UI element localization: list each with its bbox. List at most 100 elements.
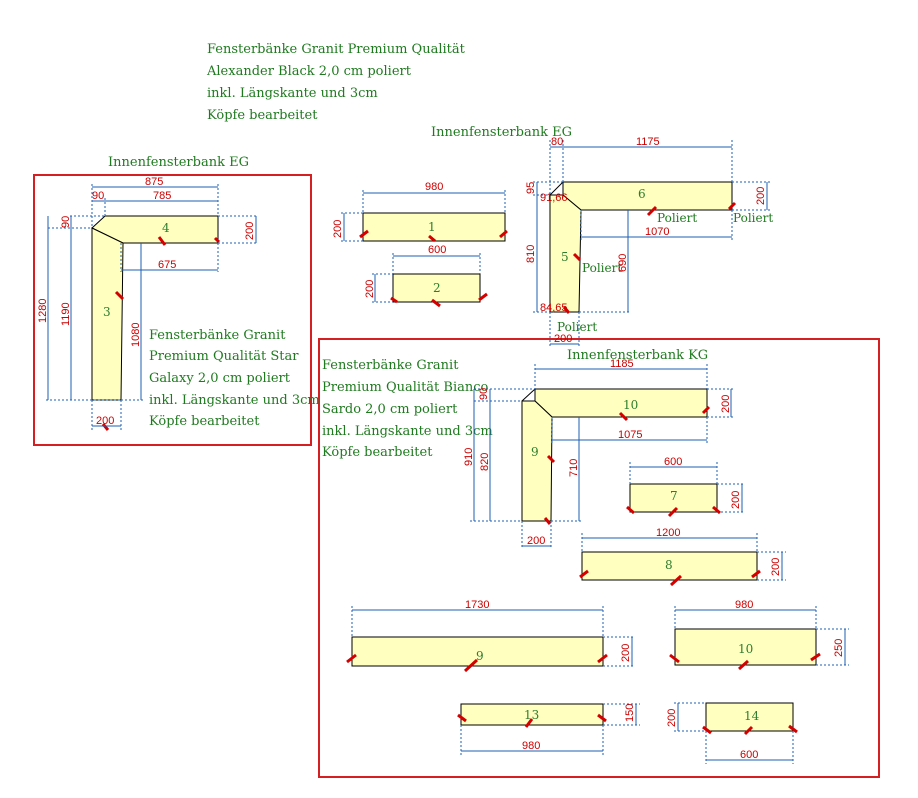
- dimension-1070: 1070: [645, 226, 669, 238]
- edge-mark: [390, 296, 398, 304]
- left-group-frame: [33, 174, 312, 446]
- edge-mark: [751, 569, 761, 579]
- slab-10: [534, 388, 708, 418]
- edge-mark: [727, 201, 737, 211]
- piece-label-10: 10: [738, 642, 753, 656]
- dimension-200: 200: [666, 709, 678, 727]
- dimension-1080: 1080: [130, 323, 142, 347]
- left-material-note: Fensterbänke Granit Premium Qualität Sta…: [149, 328, 320, 429]
- edge-mark: [431, 298, 441, 308]
- piece-label-7: 7: [670, 489, 678, 503]
- piece-label-6: 6: [638, 187, 646, 201]
- slab-5: [549, 194, 582, 313]
- edge-mark: [428, 234, 436, 243]
- dimension-90: 90: [478, 388, 490, 400]
- edge-mark: [346, 653, 357, 664]
- dimension-200: 200: [364, 280, 376, 298]
- edge-mark: [597, 653, 608, 664]
- edge-mark: [738, 659, 749, 671]
- dimension-150: 150: [624, 704, 636, 722]
- dimension-250: 250: [833, 639, 845, 657]
- edge-mark: [810, 652, 821, 662]
- piece-label-13: 13: [524, 708, 539, 722]
- dimension-1185: 1185: [610, 358, 634, 370]
- dimension-810: 810: [525, 245, 537, 263]
- dimension-1280: 1280: [37, 299, 49, 323]
- dimension-200: 200: [730, 491, 742, 509]
- dimension-600: 600: [428, 244, 446, 256]
- edge-mark: [562, 306, 571, 314]
- note-line: inkl. Längskante und 3cm: [322, 424, 493, 439]
- note-line: Köpfe bearbeitet: [149, 414, 260, 429]
- dimension-910: 910: [463, 448, 475, 466]
- dimension-1175: 1175: [636, 136, 660, 148]
- note-line: inkl. Längskante und 3cm: [207, 86, 378, 101]
- edge-mark: [213, 236, 221, 244]
- left-group-title: Innenfensterbank EG: [108, 155, 249, 170]
- dimension-84-65: 84,65: [540, 302, 568, 314]
- note-line: Alexander Black 2,0 cm poliert: [206, 64, 412, 79]
- dimension-200: 200: [554, 333, 572, 345]
- note-line: Premium Qualität Star: [149, 349, 299, 364]
- piece-label-2: 2: [433, 281, 441, 295]
- dimension-200: 200: [332, 220, 344, 238]
- bottom-group-frame: [318, 338, 880, 778]
- dimension-600: 600: [740, 749, 758, 761]
- note-line: Fensterbänke Granit: [322, 358, 459, 373]
- edge-mark: [702, 725, 712, 735]
- edge-mark: [788, 724, 798, 734]
- edge-mark: [618, 411, 629, 422]
- dimension-1075: 1075: [618, 429, 642, 441]
- dimension-710: 710: [568, 459, 580, 477]
- polished-label: Poliert: [657, 211, 697, 225]
- bottom-material-note: Fensterbänke Granit Premium Qualität Bia…: [322, 358, 493, 460]
- edge-mark: [457, 713, 467, 723]
- piece-label-14: 14: [744, 709, 760, 723]
- edge-mark: [712, 505, 721, 515]
- edge-mark: [478, 292, 488, 302]
- edge-mark: [669, 653, 680, 664]
- slab-4: [91, 215, 219, 244]
- edge-mark: [524, 718, 534, 728]
- dimension-690: 690: [617, 254, 629, 272]
- edge-mark: [743, 725, 754, 736]
- edge-mark: [701, 405, 711, 415]
- bottom-group-title: Innenfensterbank KG: [567, 348, 708, 363]
- dimension-200: 200: [96, 415, 114, 427]
- slab-13: [460, 703, 604, 726]
- top-material-note: Fensterbänke Granit Premium Qualität Ale…: [206, 42, 466, 123]
- dimension-820: 820: [479, 453, 491, 471]
- dimension-1200: 1200: [656, 527, 680, 539]
- piece-label-3: 3: [103, 305, 111, 319]
- slab-1: [362, 212, 506, 242]
- edge-mark: [499, 229, 508, 239]
- edge-mark: [597, 713, 607, 723]
- slab-9: [521, 400, 553, 522]
- dimension-200: 200: [720, 395, 732, 413]
- note-line: inkl. Längskante und 3cm: [149, 393, 320, 408]
- dimension-200: 200: [620, 644, 632, 662]
- slab-8: [581, 551, 758, 581]
- edge-mark: [667, 506, 679, 518]
- dimension-80: 80: [551, 136, 563, 148]
- dimension-980: 980: [522, 740, 540, 752]
- polished-label: Poliert: [557, 320, 597, 334]
- dimension-675: 675: [158, 259, 176, 271]
- dimension-90: 90: [92, 190, 104, 202]
- slab-6: [562, 181, 733, 211]
- edge-mark: [543, 517, 552, 525]
- note-line: Premium Qualität Bianco: [322, 380, 489, 395]
- dimension-95: 95: [525, 182, 537, 194]
- dimension-785: 785: [153, 190, 171, 202]
- piece-label-5: 5: [561, 250, 569, 264]
- piece-label-4: 4: [162, 221, 170, 235]
- dimension-200: 200: [755, 187, 767, 205]
- note-line: Sardo 2,0 cm poliert: [322, 402, 458, 417]
- edge-mark: [101, 423, 110, 431]
- note-line: Fensterbänke Granit: [149, 328, 286, 343]
- edge-mark: [572, 252, 582, 262]
- piece-label-8: 8: [665, 558, 673, 572]
- edge-mark: [157, 236, 167, 246]
- dimension-1730: 1730: [465, 599, 489, 611]
- edge-mark: [626, 505, 635, 515]
